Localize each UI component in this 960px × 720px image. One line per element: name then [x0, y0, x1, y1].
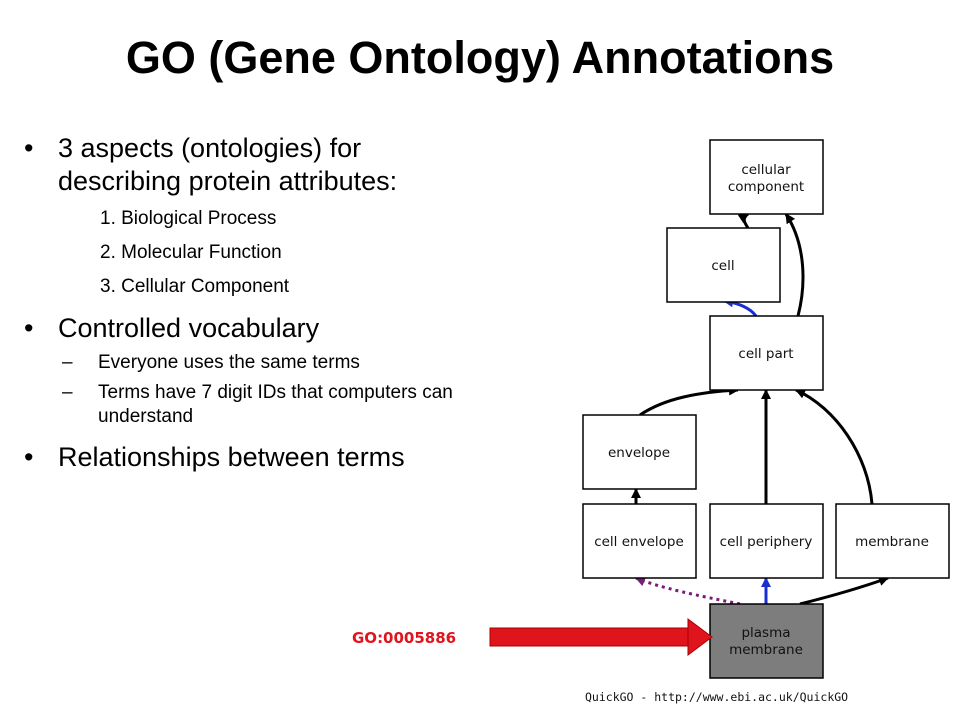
node-label: cell envelope [594, 534, 684, 550]
red-arrow-icon [489, 618, 713, 656]
edge-cellpart-to-cell [723, 297, 758, 317]
edge-cell-to-cellular-component [737, 212, 750, 229]
edge-cellpart-to-cellular-component [784, 213, 805, 317]
edge-membrane-to-cellpart [795, 388, 874, 505]
slide-title: GO (Gene Ontology) Annotations [125, 32, 835, 83]
node-label: cell [711, 258, 734, 274]
bullet-relationships: Relationships between terms [20, 441, 580, 474]
node-label: membrane [729, 642, 803, 658]
sub-bullet-digit-ids: – Terms have 7 digit IDs that computers … [20, 381, 580, 429]
bullet-controlled-vocabulary: Controlled vocabulary [20, 312, 580, 345]
sub-bullet-same-terms: – Everyone uses the same terms [20, 351, 580, 375]
edge-envelope-to-cellpart [639, 385, 739, 417]
edge-plasma-to-membrane [799, 576, 889, 606]
edge-plasma-to-cellenvelope [635, 576, 741, 606]
aspect-molecular-function: 2. Molecular Function [100, 242, 282, 263]
node-cell-envelope: cell envelope [582, 503, 697, 579]
node-cell-periphery: cell periphery [709, 503, 824, 579]
node-label: cell periphery [720, 534, 813, 550]
sub-bullet-digit-ids-line2: understand [98, 406, 194, 427]
bullet-aspects-line1: 3 aspects (ontologies) for [58, 133, 362, 163]
bullet-aspects-line2: describing protein attributes: [58, 166, 398, 196]
bullet-aspects: 3 aspects (ontologies) for describing pr… [20, 132, 580, 198]
node-cell-part: cell part [709, 315, 824, 391]
node-plasma-membrane: plasma membrane [709, 603, 824, 679]
node-cellular-component: cellular component [709, 139, 824, 215]
dash-marker: – [62, 352, 73, 373]
node-label: membrane [855, 534, 929, 550]
aspect-cellular-component: 3. Cellular Component [100, 276, 290, 297]
node-label: plasma [741, 625, 790, 641]
node-label: component [728, 179, 804, 195]
node-membrane: membrane [835, 503, 950, 579]
dash-marker: – [62, 382, 73, 403]
sub-bullet-digit-ids-line1: Terms have 7 digit IDs that computers ca… [98, 382, 453, 403]
node-label: envelope [608, 445, 670, 461]
node-cell: cell [666, 227, 781, 303]
node-label: cellular [741, 162, 791, 178]
sub-bullet-same-terms-text: Everyone uses the same terms [98, 352, 360, 373]
node-label: cell part [738, 346, 793, 362]
aspect-biological-process: 1. Biological Process [100, 208, 277, 229]
bullet-list: 3 aspects (ontologies) for describing pr… [20, 132, 580, 474]
go-id-label: GO:0005886 [352, 629, 456, 647]
source-caption: QuickGO - http://www.ebi.ac.uk/QuickGO [585, 690, 848, 704]
node-envelope: envelope [582, 414, 697, 490]
